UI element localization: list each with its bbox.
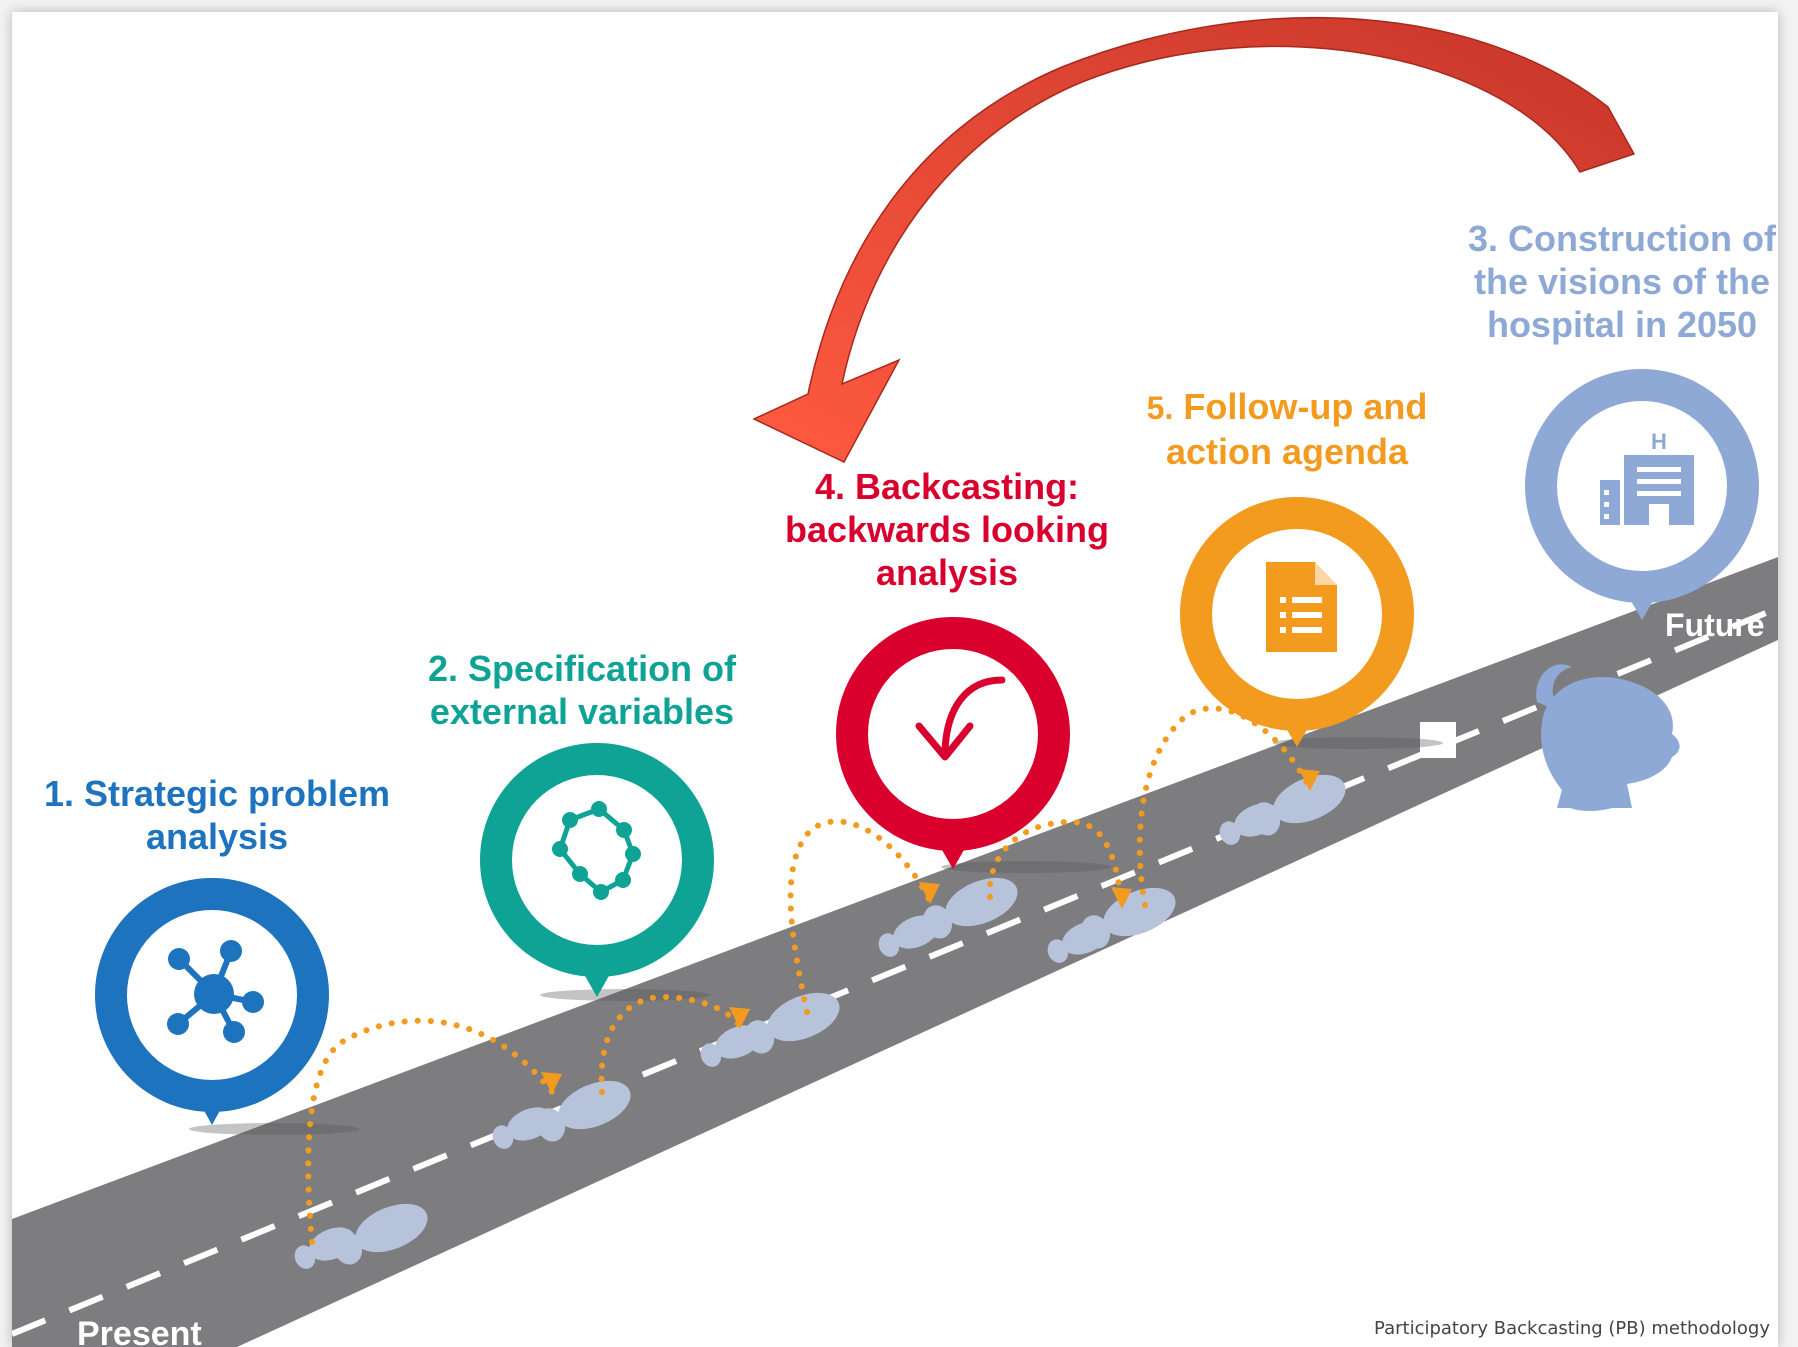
pin-3: H bbox=[1525, 369, 1759, 620]
step-3-line-3: hospital in 2050 bbox=[1486, 304, 1758, 345]
back-arrow-icon bbox=[915, 676, 1006, 761]
hop-arrowhead bbox=[1299, 769, 1320, 791]
hop-arrows bbox=[305, 705, 1320, 1245]
step-4-line-2: backwards looking bbox=[784, 509, 1110, 550]
figure-caption: Participatory Backcasting (PB) methodolo… bbox=[1374, 1318, 1770, 1339]
step-5-number: 5. bbox=[1146, 390, 1174, 426]
step-3-label: 3. Construction of the visions of the ho… bbox=[1462, 217, 1778, 346]
step-1-label: 1. Strategic problem analysis bbox=[22, 772, 412, 858]
footprint bbox=[1251, 774, 1346, 836]
step-4-line-1: 4. Backcasting: bbox=[814, 466, 1080, 507]
footprint bbox=[333, 1203, 428, 1265]
present-label: Present bbox=[77, 1315, 202, 1347]
diagram-scene: H bbox=[12, 16, 1778, 1347]
step-1-line-2: analysis bbox=[145, 816, 289, 857]
step-5-line-1: 5.Follow-up and bbox=[1117, 385, 1457, 430]
step-2-line-2: external variables bbox=[429, 691, 735, 732]
hop-arrowhead bbox=[1111, 887, 1132, 909]
step-3-line-2: the visions of the bbox=[1473, 261, 1771, 302]
pin-2 bbox=[480, 743, 714, 997]
diagram-canvas: H 1. Strategic problem analysis 2. S bbox=[12, 12, 1778, 1347]
svg-text:H: H bbox=[1651, 429, 1667, 454]
future-label: Future bbox=[1665, 607, 1765, 643]
pin-5 bbox=[1180, 497, 1414, 747]
pin-shadows bbox=[189, 737, 1443, 1135]
pin-4 bbox=[836, 617, 1070, 869]
hop-arrowhead bbox=[541, 1072, 562, 1094]
step-5-label: 5.Follow-up and action agenda bbox=[1117, 385, 1457, 473]
hop-arrowhead bbox=[919, 882, 940, 904]
polygon-nodes-icon bbox=[552, 801, 641, 900]
footprint bbox=[745, 992, 840, 1054]
road-marker bbox=[1420, 722, 1456, 758]
hospital-icon: H bbox=[1600, 429, 1694, 525]
hop-arc bbox=[787, 818, 933, 1015]
step-5-line-2: action agenda bbox=[1165, 431, 1409, 472]
step-4-label: 4. Backcasting: backwards looking analys… bbox=[752, 465, 1142, 594]
document-icon bbox=[1266, 562, 1337, 652]
step-2-label: 2. Specification of external variables bbox=[392, 647, 772, 733]
footprint bbox=[536, 1080, 631, 1142]
hop-arrowhead bbox=[729, 1007, 750, 1029]
step-3-line-1: 3. Construction of bbox=[1468, 218, 1776, 259]
step-4-line-3: analysis bbox=[875, 552, 1019, 593]
network-icon bbox=[167, 940, 264, 1043]
step-1-line-1: 1. Strategic problem bbox=[43, 773, 391, 814]
road-center-line bbox=[12, 605, 1778, 1337]
footprint bbox=[923, 877, 1018, 939]
person-icon bbox=[1536, 664, 1680, 811]
hop-arc bbox=[305, 1017, 555, 1245]
hop-arc bbox=[986, 818, 1125, 910]
step-2-line-1: 2. Specification of bbox=[427, 648, 737, 689]
hop-arc bbox=[1136, 705, 1313, 908]
footprints bbox=[294, 774, 1346, 1269]
backcasting-arrow bbox=[752, 16, 1636, 463]
pin-1 bbox=[95, 878, 329, 1125]
step-5-line-1-text: Follow-up and bbox=[1183, 386, 1428, 427]
